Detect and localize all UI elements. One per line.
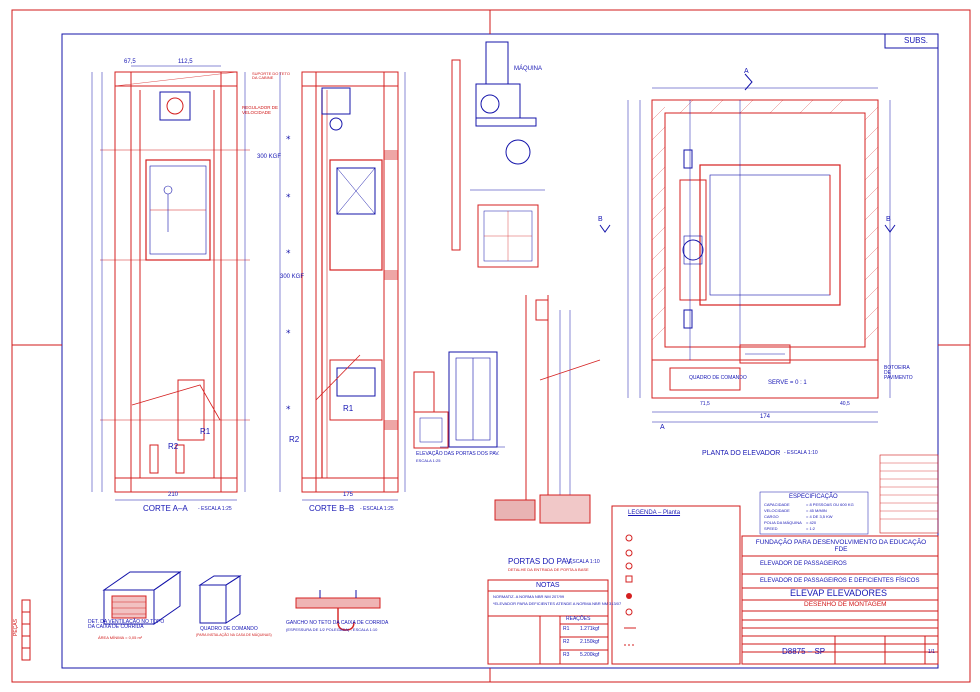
planta-quadro: QUADRO DE COMANDO <box>689 375 747 381</box>
planta-botoeira: BOTOEIRA DE PAVIMENTO <box>884 365 913 381</box>
planta-dim-2: 71,5 <box>700 401 710 407</box>
elevacao-drawing <box>413 351 505 449</box>
spec-val-3: = 4 DE 3,5 KW <box>806 514 833 519</box>
gancho-title: GANCHO NO TETO DA CAIXA DE CORRIDA <box>286 620 389 626</box>
spec-key-4: POLIA DA MÁQUINA <box>764 520 802 525</box>
notas-table <box>487 579 609 665</box>
gancho-drawing <box>295 590 381 631</box>
corte-aa-drawing <box>91 65 250 501</box>
notas-line-1: NORMATIZ. A NORMA NBR NM 207/99 <box>493 594 565 599</box>
revision-label: SUBS. <box>904 36 929 45</box>
ventilacao-title: DET. DA VENTILAÇÃO NO TOPO DA CAIXA DE C… <box>88 619 165 630</box>
corte-bb-title: CORTE B–B <box>309 504 355 513</box>
corte-aa-rail-r1: R1 <box>200 427 211 436</box>
portas-scale: - ESCALA 1:10 <box>566 559 600 565</box>
title-block-frame <box>741 535 939 665</box>
corte-bb-load-1: 300 KGF <box>257 154 282 160</box>
reacao-label-1: R1 <box>563 626 570 632</box>
quadro-cmd-sub: (PARA INSTALAÇÃO NA CASA DE MÁQUINAS) <box>196 633 272 637</box>
outer-frame <box>11 9 971 683</box>
corte-bb-load-2: 300 KGF <box>280 274 305 280</box>
gancho-sub: (ESPESSURA DE 1/2 POLEGADA) - ESCALA 1:1… <box>286 627 378 632</box>
corte-bb-scale: - ESCALA 1:25 <box>360 506 394 512</box>
planta-dim-3: 40,5 <box>840 401 850 407</box>
tb-sheet: 1/1 <box>928 649 935 655</box>
planta-scale: - ESCALA 1:10 <box>784 450 818 456</box>
spec-val-2: = 45 M/MIN <box>806 508 827 513</box>
planta-marker-a1: A <box>744 68 749 75</box>
corte-bb-width: 175 <box>343 492 354 498</box>
corte-aa-scale: - ESCALA 1:25 <box>198 506 232 512</box>
spec-val-4: = 420 <box>806 520 817 525</box>
reacao-value-1: 1.271kgf <box>580 626 600 632</box>
tb-subtitle: ELEVADOR DE PASSAGEIROS E DEFICIENTES FÍ… <box>760 578 920 584</box>
ventilacao-sub: ÁREA MÍNIMA = 0,05 m² <box>98 635 143 640</box>
planta-serve: SERVE = 0 : 1 <box>768 380 807 386</box>
reacao-label-2: R2 <box>563 639 570 645</box>
svg-text:*: * <box>286 193 291 203</box>
elevacao-scale: ESCALA 1:25 <box>416 458 441 463</box>
legenda-box <box>611 505 741 665</box>
side-scale <box>21 599 31 661</box>
spec-key-2: VELOCIDADE <box>764 508 790 513</box>
corte-aa-width: 210 <box>168 492 179 498</box>
corte-aa-rail-r2: R2 <box>168 442 179 451</box>
tb-code: D8875 – SP <box>782 647 826 656</box>
inner-frame <box>61 33 939 669</box>
planta-marker-a2: A <box>660 424 665 431</box>
spec-title: ESPECIFICAÇÃO <box>789 494 838 500</box>
spec-val-5: = 1:2 <box>806 526 816 531</box>
notas-line-2: *ELEVADOR PARA DEFICIENTES ATENDE A NORM… <box>493 601 622 606</box>
revision-box <box>884 33 939 49</box>
reacoes-header: REAÇÕES <box>566 616 591 622</box>
svg-text:*: * <box>286 249 291 259</box>
portas-drawing <box>494 295 601 524</box>
tb-client: FUNDAÇÃO PARA DESENVOLVIMENTO DA EDUCAÇÃ… <box>755 539 927 554</box>
svg-text:*: * <box>286 405 291 415</box>
planta-dim-total: 174 <box>760 414 771 420</box>
right-table <box>879 454 939 534</box>
spec-key-5: SPEED <box>764 526 778 531</box>
reacao-value-3: 5.200kgf <box>580 652 600 658</box>
reacao-value-2: 2.150kgf <box>580 639 600 645</box>
especificacao-box <box>759 491 869 535</box>
corte-aa-title: CORTE A–A <box>143 504 188 513</box>
corte-aa-dim-1: 67,5 <box>124 59 136 65</box>
corte-aa-regulador: REGULADOR DE VELOCIDADE <box>242 105 279 115</box>
tb-product: ELEVADOR DE PASSAGEIROS <box>760 561 847 567</box>
tb-company: ELEVAP ELEVADORES <box>790 588 888 598</box>
planta-marker-b1: B <box>598 216 603 223</box>
maquina-drawing <box>451 41 545 268</box>
spec-val-1: = 8 PESSOAS OU 600 KG <box>806 502 854 507</box>
planta-marker-b2: B <box>886 216 891 223</box>
quadro-comando-drawing <box>198 575 242 624</box>
elevacao-title: ELEVAÇÃO DAS PORTAS DOS PAV. <box>416 451 500 457</box>
ventilacao-drawing <box>102 571 182 625</box>
spec-key-1: CAPACIDADE <box>764 502 790 507</box>
corte-aa-dim-2: 112,5 <box>178 59 193 65</box>
tb-drawing: DESENHO DE MONTAGEM <box>804 601 887 608</box>
maquina-label: MÁQUINA <box>514 66 543 72</box>
corte-bb-rail-r1: R1 <box>343 404 354 413</box>
side-label: PEÇAS <box>13 619 19 636</box>
portas-subtitle: DETALHE DA ENTRADA DE PORTA A BASE <box>508 567 589 572</box>
reacao-label-3: R3 <box>563 652 570 658</box>
portas-title: PORTAS DO PAV. <box>508 557 573 566</box>
legenda-title: LEGENDA – Planta <box>628 510 681 516</box>
planta-drawing <box>599 73 896 423</box>
planta-title: PLANTA DO ELEVADOR <box>702 450 781 457</box>
corte-bb-rail-r2: R2 <box>289 435 300 444</box>
svg-text:*: * <box>286 329 291 339</box>
corte-aa-note: SUPORTE DO TETO DA CABINE <box>252 71 291 80</box>
quadro-cmd-title: QUADRO DE COMANDO <box>200 626 258 632</box>
svg-text:*: * <box>286 135 291 145</box>
spec-key-3: CARGO <box>764 514 779 519</box>
notas-header: NOTAS <box>536 582 560 589</box>
corte-bb-drawing: * * * * * <box>279 71 406 501</box>
